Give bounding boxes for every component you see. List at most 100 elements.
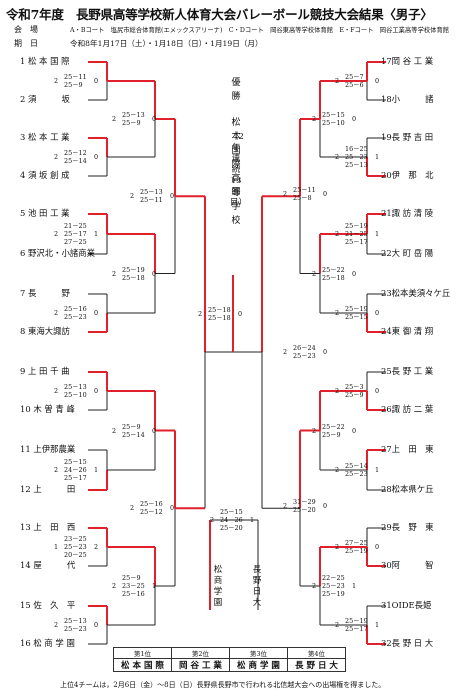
right-r1-match-4-left-count: 2 xyxy=(335,309,340,317)
right-r1-match-2-set: 16－25 xyxy=(345,145,368,153)
team-name: 松 商 学 園 xyxy=(30,638,75,648)
team-name: 松 本 工 業 xyxy=(25,132,70,142)
right-team-25: 25長 野 工 業 xyxy=(381,366,433,376)
team-name: 諏 訪 清 陵 xyxy=(391,208,434,218)
team-name: 上 田 xyxy=(30,484,76,494)
left-r2-match-2-set: 25－19 xyxy=(122,265,145,274)
right-team-22: 22大 町 岳 陽 xyxy=(381,248,433,258)
left-r1-match-8-left-count: 2 xyxy=(54,621,59,629)
right-r3-match-1-left-count: 2 xyxy=(283,190,288,199)
left-team-15: 15 佐 久 平 xyxy=(20,600,75,610)
right-r3-match-2-set: 25－20 xyxy=(293,506,316,515)
right-r1-match-6-left-count: 2 xyxy=(335,466,340,474)
semi-right-right-count: 0 xyxy=(323,348,328,356)
left-team-16: 16 松 商 学 園 xyxy=(20,638,75,648)
right-team-29: 29長 野 東 xyxy=(381,522,434,532)
seed-number: 6 xyxy=(20,248,26,258)
right-team-26: 26諏 訪 二 葉 xyxy=(381,404,433,414)
right-r2-match-3-set: 25－22 xyxy=(322,422,345,431)
seed-number: 5 xyxy=(20,208,26,218)
left-r3-match-1-set: 25－13 xyxy=(140,188,163,197)
right-r1-match-8-right-count: 1 xyxy=(375,621,380,629)
final-match-set: 24－26 xyxy=(220,516,243,524)
seed-number: 23 xyxy=(381,288,392,298)
standing-team-4: 長 野 日 大 xyxy=(287,658,346,672)
semi-left-left-count: 2 xyxy=(198,310,203,318)
seed-number: 27 xyxy=(381,444,392,454)
right-team-23: 23松本美須々ケ丘 xyxy=(381,288,450,298)
right-r2-match-1-set: 25－15 xyxy=(322,111,345,119)
date-text: 令和8年1月17日（土）・1月18日（日）・1月19日（月） xyxy=(70,39,263,48)
right-r2-match-2-left-count: 2 xyxy=(312,269,317,278)
page-title: 令和7年度 長野県高等学校新人体育大会バレーボール競技大会結果〈男子〉 xyxy=(6,7,433,22)
right-r2-match-4-set: 22－25 xyxy=(322,574,345,582)
right-team-30: 30阿 智 xyxy=(381,560,434,570)
right-r1-match-3-right-count: 1 xyxy=(375,230,380,238)
standing-header-2: 第2位 xyxy=(171,647,230,659)
team-name: 伊 那 北 xyxy=(391,170,434,180)
left-r1-match-6-left-count: 2 xyxy=(54,466,59,474)
team-name: 上 田 西 xyxy=(30,522,76,532)
team-name: 長 野 工 業 xyxy=(391,366,434,376)
left-r1-match-1-set: 25－9 xyxy=(64,81,83,89)
right-r2-match-1-right-count: 0 xyxy=(352,115,357,123)
right-r1-match-2-left-count: 2 xyxy=(335,153,340,161)
left-r2-match-3-set: 25－14 xyxy=(122,430,145,439)
right-r1-match-1-set: 25－7 xyxy=(345,73,364,81)
right-team-19: 19長 野 吉 田 xyxy=(381,132,433,142)
left-r1-match-2-right-count: 0 xyxy=(94,153,99,161)
left-r3-match-2-set: 25－12 xyxy=(140,508,163,517)
right-r2-match-4-set: 25－19 xyxy=(322,590,345,598)
right-team-31: 31OIDE長姫 xyxy=(381,600,431,610)
left-r2-match-4-set: 25－16 xyxy=(122,590,145,598)
left-r3-match-2-left-count: 2 xyxy=(130,504,135,513)
right-r1-match-4-set: 25－15 xyxy=(345,313,368,321)
seed-number: 30 xyxy=(381,560,392,570)
left-r1-match-8-set: 25－13 xyxy=(64,617,87,625)
team-name: 小 諸 xyxy=(391,94,434,104)
left-team-1: 1 松 本 国 際 xyxy=(20,56,70,66)
left-r3-match-1-left-count: 2 xyxy=(130,192,135,201)
seed-number: 32 xyxy=(381,638,392,648)
right-r1-match-1-set: 25－6 xyxy=(345,81,364,89)
champion-team: 松本国際高等学校 xyxy=(231,118,241,226)
standing-team-2: 岡 谷 工 業 xyxy=(171,658,230,672)
seed-number: 19 xyxy=(381,132,392,142)
seed-number: 16 xyxy=(20,638,31,648)
right-r1-match-3-set: 25－19 xyxy=(345,222,368,230)
right-r2-match-3-left-count: 2 xyxy=(312,426,317,435)
seed-number: 28 xyxy=(381,484,392,494)
seed-number: 9 xyxy=(20,366,26,376)
third-place-left: 松商学園 xyxy=(213,565,223,608)
right-r1-match-2-right-count: 1 xyxy=(375,153,380,161)
champion-label: 優勝 xyxy=(231,78,241,102)
seed-number: 7 xyxy=(20,288,26,298)
right-r1-match-6-right-count: 1 xyxy=(375,466,380,474)
team-name: 野沢北・小諸商業 xyxy=(25,248,96,258)
left-r2-match-4-set: 23－25 xyxy=(122,582,145,590)
right-team-17: 17岡 谷 工 業 xyxy=(381,56,433,66)
left-r2-match-1-set: 25－13 xyxy=(122,111,145,119)
left-r2-match-2-right-count: 0 xyxy=(152,269,157,278)
seed-number: 2 xyxy=(20,94,26,104)
right-team-24: 24東 御 清 翔 xyxy=(381,326,433,336)
left-team-2: 2 須 坂 xyxy=(20,94,70,104)
semi-left-set: 25－18 xyxy=(208,306,231,314)
right-r1-match-2-set: 25－23 xyxy=(345,153,368,161)
left-r1-match-4-right-count: 0 xyxy=(94,309,99,317)
left-r1-match-1-right-count: 0 xyxy=(94,77,99,85)
right-r2-match-3-right-count: 0 xyxy=(352,426,357,435)
right-r3-match-1-set: 25－8 xyxy=(293,194,312,203)
right-r2-match-1-left-count: 2 xyxy=(312,115,317,123)
left-r1-match-5-set: 25－10 xyxy=(64,391,87,399)
final-match-set: 25－20 xyxy=(220,524,243,532)
left-r2-match-4-set: 25－9 xyxy=(122,574,141,582)
right-r1-match-1-left-count: 2 xyxy=(335,77,340,85)
left-team-5: 5 池 田 工 業 xyxy=(20,208,70,218)
left-r1-match-6-set: 25－17 xyxy=(64,474,87,482)
seed-number: 14 xyxy=(20,560,31,570)
team-name: 池 田 工 業 xyxy=(25,208,70,218)
left-r1-match-1-left-count: 2 xyxy=(54,77,59,85)
team-name: 須 坂 創 成 xyxy=(25,170,70,180)
